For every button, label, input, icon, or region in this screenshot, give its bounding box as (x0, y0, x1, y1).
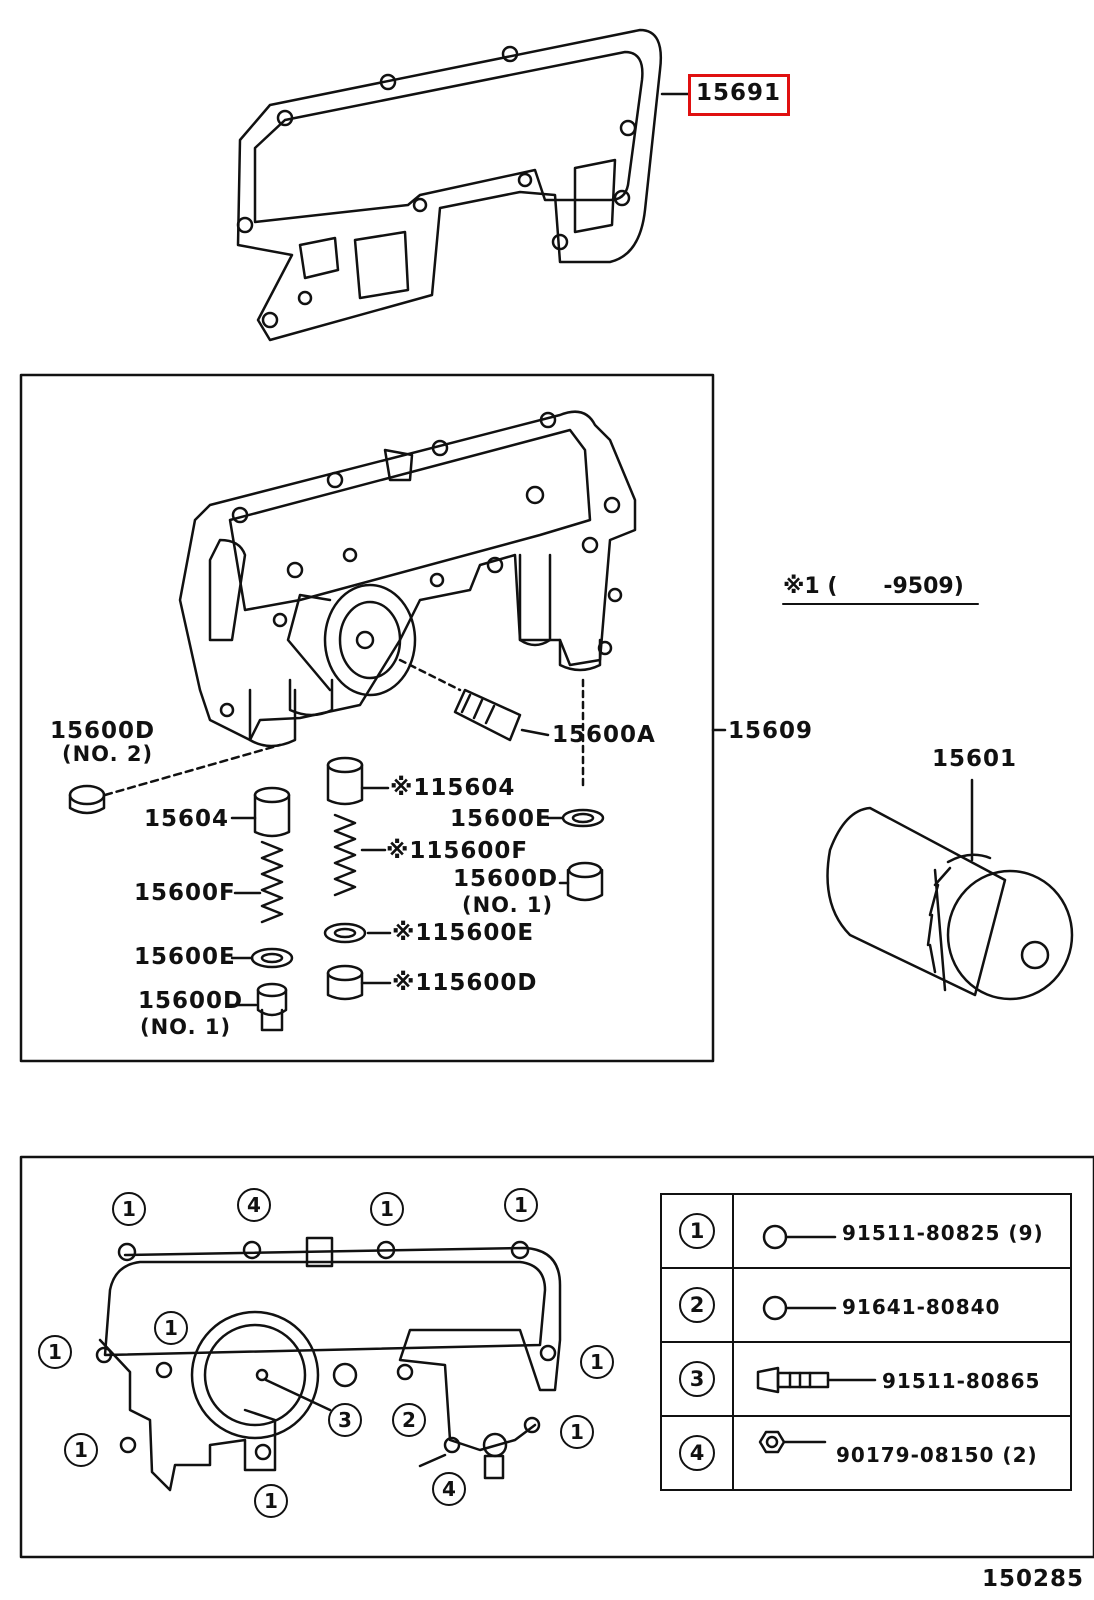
label-15600d-left-sub: (NO. 1) (140, 1015, 232, 1039)
label-15600d-left[interactable]: 15600D (138, 988, 244, 1014)
legend-row: 4 90179-08150 (2) (660, 1415, 1072, 1491)
bolt-callout: 1 (38, 1335, 72, 1369)
legend-key: 4 (679, 1435, 715, 1471)
bolt-callout: 4 (432, 1472, 466, 1506)
label-15600d-right2[interactable]: ※115600D (392, 970, 538, 996)
figure-number: 150285 (982, 1566, 1085, 1592)
gasket-highlight-box (688, 74, 790, 116)
legend-key: 1 (679, 1213, 715, 1249)
label-15600a[interactable]: 15600A (552, 722, 656, 748)
legend-part-number[interactable]: 90179-08150 (2) (836, 1443, 1038, 1467)
label-15600f-right[interactable]: ※115600F (386, 838, 529, 864)
legend-key: 3 (679, 1361, 715, 1397)
legend-part-number[interactable]: 91511-80865 (882, 1369, 1041, 1393)
label-15600d-no2[interactable]: 15600D (50, 718, 156, 744)
legend-part-number[interactable]: 91511-80825 (9) (842, 1221, 1044, 1245)
label-15600e-right[interactable]: ※115600E (392, 920, 535, 946)
label-15600e-left[interactable]: 15600E (134, 944, 236, 970)
bolt-layout-frame (19, 1155, 1094, 1559)
label-15600f-left[interactable]: 15600F (134, 880, 236, 906)
bolt-layout-drawing (95, 1236, 562, 1492)
plug-no2-drawing (68, 743, 282, 815)
relief-valve-drawing (398, 658, 585, 792)
right-valve-stack-drawing (323, 728, 727, 1001)
label-15600e-top[interactable]: 15600E (450, 806, 552, 832)
bolt-legend-table: 1 91511-80825 (9) 2 91641-80840 3 91511-… (660, 1193, 1072, 1491)
legend-key: 2 (679, 1287, 715, 1323)
oil-filter-drawing (826, 778, 1074, 1001)
pump-assembly-frame (19, 373, 715, 1063)
legend-row: 1 91511-80825 (9) (660, 1193, 1072, 1269)
legend-row: 3 91511-80865 (660, 1341, 1072, 1417)
legend-part-number[interactable]: 91641-80840 (842, 1295, 1001, 1319)
bolt-callout: 1 (154, 1311, 188, 1345)
gasket-part-label[interactable]: 15691 (696, 80, 782, 106)
label-15604-right[interactable]: ※115604 (390, 775, 516, 801)
footnote: ※1 ( -9509) (783, 574, 964, 599)
bolt-callout: 1 (112, 1192, 146, 1226)
bolt-callout: 1 (580, 1345, 614, 1379)
bolt-callout: 1 (254, 1484, 288, 1518)
bolt-callout: 1 (504, 1188, 538, 1222)
bolt-callout: 1 (64, 1433, 98, 1467)
label-15601[interactable]: 15601 (932, 746, 1018, 772)
bolt-callout: 2 (392, 1403, 426, 1437)
bolt-callout: 1 (370, 1192, 404, 1226)
label-15600d-no1-right[interactable]: 15600D (453, 866, 559, 892)
oil-pump-body-drawing (178, 410, 637, 748)
label-15600d-no1-right-sub: (NO. 1) (462, 893, 554, 917)
label-15604-left[interactable]: 15604 (144, 806, 230, 832)
left-valve-stack-drawing (228, 786, 294, 1032)
bolt-callout: 1 (560, 1415, 594, 1449)
bolt-callout: 3 (328, 1403, 362, 1437)
legend-row: 2 91641-80840 (660, 1267, 1072, 1343)
label-15600d-no2-sub: (NO. 2) (62, 742, 154, 766)
gasket-drawing (236, 28, 690, 342)
label-15609[interactable]: 15609 (728, 718, 814, 744)
bolt-callout: 4 (237, 1188, 271, 1222)
